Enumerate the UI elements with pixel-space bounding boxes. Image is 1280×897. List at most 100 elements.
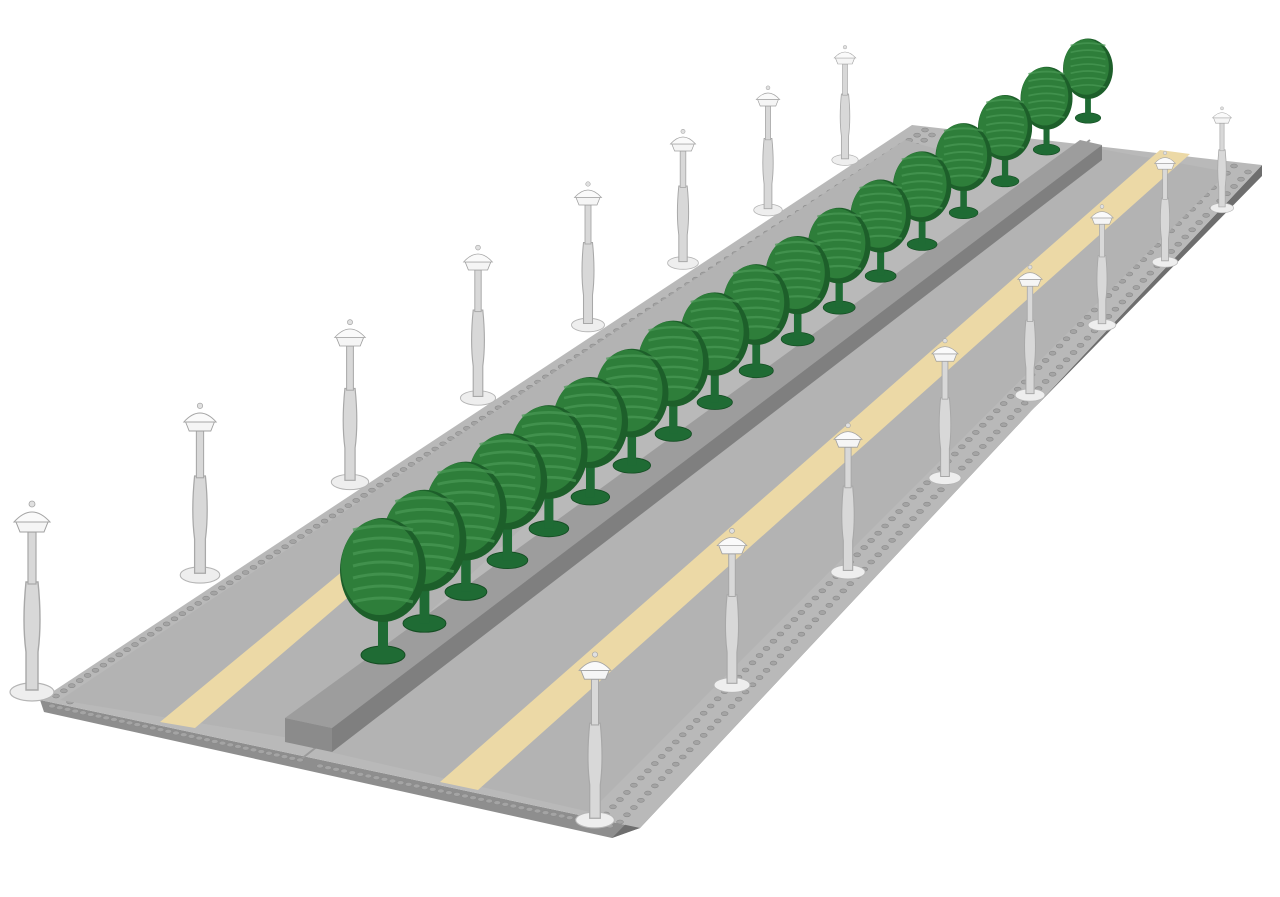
- stud: [156, 727, 165, 732]
- stud: [110, 717, 118, 722]
- stud: [324, 765, 332, 770]
- tree-leaf-texture: [859, 201, 903, 206]
- stud: [1000, 401, 1008, 406]
- stud: [825, 581, 833, 586]
- stud: [328, 513, 337, 519]
- tree-leaf-texture: [521, 421, 577, 429]
- stud: [376, 482, 384, 488]
- tree-trunk: [502, 525, 513, 561]
- stud: [407, 462, 416, 467]
- stud: [123, 647, 131, 652]
- stud: [888, 516, 896, 522]
- stud: [874, 552, 882, 558]
- tree-leaf-texture: [901, 188, 943, 194]
- lamp-cap: [333, 328, 367, 338]
- stud: [1076, 322, 1085, 327]
- stud: [958, 465, 966, 471]
- stud: [797, 610, 806, 615]
- stud: [762, 646, 771, 651]
- stud: [1195, 220, 1203, 225]
- tree-leaf-texture: [985, 121, 1025, 127]
- stud: [825, 603, 834, 608]
- stud: [734, 696, 743, 702]
- lamp-shaft: [765, 105, 771, 141]
- stud: [909, 516, 917, 521]
- stud: [139, 637, 147, 642]
- stud: [1174, 241, 1182, 247]
- stud: [75, 678, 84, 683]
- tree-foliage: [978, 95, 1028, 156]
- stud: [234, 744, 242, 749]
- tree-trunk: [419, 586, 430, 624]
- stud: [923, 501, 931, 507]
- stud: [783, 624, 792, 630]
- stud: [651, 783, 659, 789]
- stud: [846, 581, 854, 586]
- tree-trunk: [877, 249, 885, 276]
- tree-leaf-texture: [437, 479, 495, 486]
- lamp-finial: [845, 422, 851, 429]
- stud: [609, 804, 617, 810]
- stud: [297, 534, 305, 539]
- stud: [713, 718, 722, 724]
- lamp-finial: [1220, 106, 1224, 111]
- stud: [141, 723, 149, 729]
- tree-leaf-texture: [352, 572, 414, 580]
- stud: [920, 137, 928, 143]
- stud: [679, 754, 687, 760]
- lamp-shaft: [1219, 122, 1225, 152]
- stud: [99, 662, 108, 668]
- lamp-cap: [1089, 211, 1115, 219]
- tree-leaf-texture: [563, 393, 617, 400]
- stud: [951, 451, 959, 457]
- stud: [336, 508, 345, 514]
- stud: [616, 819, 624, 825]
- lamp-shaft: [844, 446, 852, 489]
- stud: [707, 725, 715, 731]
- stud: [1055, 364, 1064, 370]
- stud: [1146, 270, 1155, 276]
- stud: [1048, 350, 1057, 356]
- tree-leaf-texture: [648, 345, 699, 352]
- stud: [549, 812, 558, 817]
- stud: [147, 631, 155, 637]
- stud: [1181, 234, 1189, 240]
- tree-leaf-texture: [901, 172, 943, 177]
- stud: [566, 815, 574, 820]
- tree-foliage: [936, 123, 988, 187]
- lamp-cap: [573, 189, 603, 198]
- stud: [916, 487, 924, 493]
- stud: [461, 793, 469, 799]
- tree-leaf-texture: [1070, 63, 1106, 68]
- stud: [340, 768, 348, 774]
- lamp-post: [830, 422, 866, 580]
- stud: [1111, 286, 1120, 291]
- stud: [651, 761, 659, 766]
- lamp-finial: [28, 500, 36, 508]
- tree-trunk: [793, 310, 802, 340]
- tree-leaf-texture: [817, 221, 862, 227]
- lamp-head: [671, 143, 695, 152]
- tree-leaf-texture: [352, 548, 414, 556]
- stud: [63, 707, 72, 712]
- stud: [644, 768, 652, 774]
- stud: [396, 780, 405, 785]
- lamp-shaft: [346, 345, 354, 391]
- stud: [658, 776, 666, 781]
- lamp-cap: [716, 536, 748, 547]
- stud: [811, 617, 820, 623]
- stud: [265, 750, 273, 756]
- tree: [1063, 38, 1113, 124]
- stud: [344, 503, 352, 508]
- stud: [445, 790, 453, 795]
- tree-leaf-texture: [1028, 70, 1065, 75]
- stud: [356, 772, 364, 777]
- stud: [149, 725, 157, 731]
- tree-trunk: [1085, 95, 1091, 118]
- stud: [453, 792, 461, 797]
- tree-leaf-texture: [985, 99, 1025, 104]
- lamp-pole: [192, 475, 208, 574]
- stud: [60, 688, 68, 694]
- stud: [1069, 329, 1078, 334]
- lamp-head: [834, 439, 862, 448]
